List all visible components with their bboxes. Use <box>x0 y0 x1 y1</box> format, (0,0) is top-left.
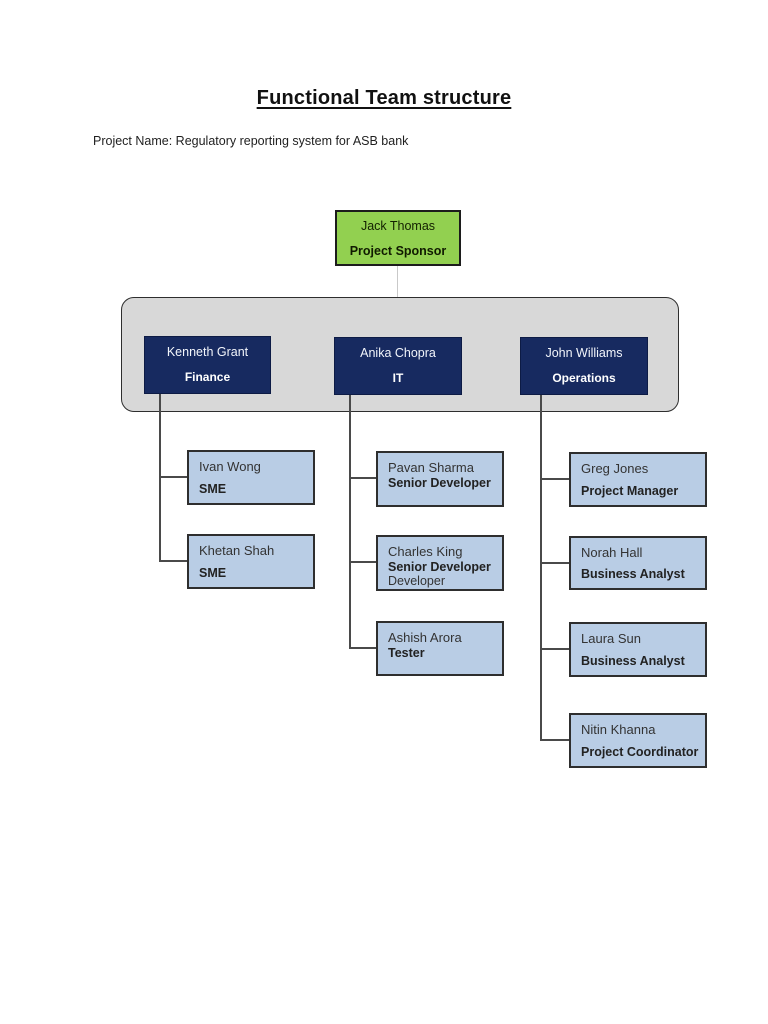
org-node-project-sponsor: Jack Thomas Project Sponsor <box>335 210 461 266</box>
org-node-ashish-arora: Ashish Arora Tester <box>376 621 504 676</box>
connector-finance-vertical <box>159 394 161 562</box>
org-node-operations-manager: John Williams Operations <box>520 337 648 395</box>
node-name: Ashish Arora <box>388 630 462 645</box>
node-name: Norah Hall <box>581 545 643 560</box>
connector-sponsor-to-group <box>397 266 398 297</box>
connector-it-child-3 <box>349 647 376 649</box>
connector-it-child-1 <box>349 477 376 479</box>
node-role: SME <box>199 482 227 496</box>
node-name: Greg Jones <box>581 461 649 476</box>
connector-operations-child-2 <box>540 562 569 564</box>
node-role: Tester <box>388 646 425 660</box>
connector-operations-child-1 <box>540 478 569 480</box>
org-node-khetan-shah: Khetan Shah SME <box>187 534 315 589</box>
node-name: John Williams <box>545 346 623 360</box>
org-node-greg-jones: Greg Jones Project Manager <box>569 452 707 507</box>
org-node-ivan-wong: Ivan Wong SME <box>187 450 315 505</box>
org-node-norah-hall: Norah Hall Business Analyst <box>569 536 707 590</box>
connector-operations-vertical <box>540 395 542 741</box>
org-node-charles-king: Charles King Senior Developer Developer <box>376 535 504 591</box>
node-name: Anika Chopra <box>360 346 436 360</box>
node-role: Operations <box>552 371 616 385</box>
page-title: Functional Team structure <box>256 87 512 109</box>
node-role: Project Manager <box>581 484 679 498</box>
project-name-label: Project Name: Regulatory reporting syste… <box>93 134 409 148</box>
node-role: Senior Developer <box>388 476 491 490</box>
connector-operations-child-3 <box>540 648 569 650</box>
node-name: Pavan Sharma <box>388 460 474 475</box>
connector-finance-child-2 <box>159 560 187 562</box>
node-name: Laura Sun <box>581 631 641 646</box>
org-node-pavan-sharma: Pavan Sharma Senior Developer <box>376 451 504 507</box>
node-name: Charles King <box>388 544 463 559</box>
node-name: Nitin Khanna <box>581 722 656 737</box>
node-name: Kenneth Grant <box>166 345 249 359</box>
node-name: Jack Thomas <box>360 219 436 233</box>
node-name: Khetan Shah <box>199 543 275 558</box>
connector-finance-child-1 <box>159 476 187 478</box>
node-role: Project Sponsor <box>349 244 447 258</box>
node-role: Finance <box>184 370 231 384</box>
connector-it-vertical <box>349 395 351 649</box>
node-secondary-role: Developer <box>388 574 445 588</box>
org-node-nitin-khanna: Nitin Khanna Project Coordinator <box>569 713 707 768</box>
node-name: Ivan Wong <box>199 459 261 474</box>
node-role: IT <box>392 371 404 385</box>
node-role: Business Analyst <box>581 567 685 581</box>
org-node-laura-sun: Laura Sun Business Analyst <box>569 622 707 677</box>
node-role: SME <box>199 566 227 580</box>
node-role: Project Coordinator <box>581 745 699 759</box>
connector-it-child-2 <box>349 561 376 563</box>
node-role: Senior Developer <box>388 560 491 574</box>
org-node-it-manager: Anika Chopra IT <box>334 337 462 395</box>
org-node-finance-manager: Kenneth Grant Finance <box>144 336 271 394</box>
connector-operations-child-4 <box>540 739 569 741</box>
node-role: Business Analyst <box>581 654 685 668</box>
